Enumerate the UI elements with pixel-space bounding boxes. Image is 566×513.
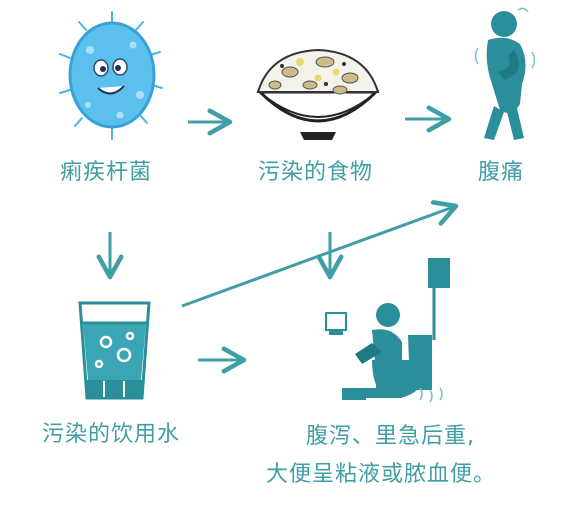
food-bowl-icon bbox=[256, 48, 380, 140]
label-bacteria: 痢疾杆菌 bbox=[60, 160, 153, 185]
toilet-scene-icon bbox=[325, 258, 450, 403]
bacteria-icon bbox=[59, 11, 163, 140]
label-contaminated-water: 污染的饮用水 bbox=[42, 422, 181, 447]
label-symptoms-line1: 腹泻、里急后重, bbox=[306, 424, 475, 449]
label-symptoms-line2: 大便呈粘液或脓血便。 bbox=[266, 462, 497, 487]
arrow-water-to-pain bbox=[181, 200, 459, 308]
abdominal-pain-figure-icon bbox=[484, 11, 526, 140]
pain-lines-icon bbox=[474, 7, 536, 69]
label-contaminated-food: 污染的食物 bbox=[258, 160, 374, 185]
water-glass-icon bbox=[78, 301, 151, 400]
label-abdominal-pain: 腹痛 bbox=[478, 160, 525, 185]
